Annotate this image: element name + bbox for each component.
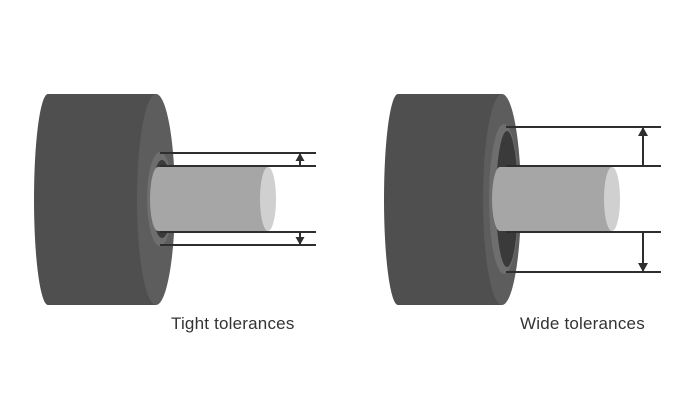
tight-tolerance-arrows <box>295 153 305 245</box>
tight-tolerances-caption: Tight tolerances <box>171 314 295 333</box>
tight-tolerance-assembly <box>34 94 316 305</box>
wide-tolerances-caption: Wide tolerances <box>520 314 645 333</box>
arrow-up-icon <box>295 153 305 161</box>
shaft-left <box>150 167 276 231</box>
shaft-right-body <box>500 167 612 231</box>
wheel-left-back <box>34 94 62 305</box>
wide-tolerance-assembly <box>384 94 661 305</box>
shaft-left-body <box>158 167 268 231</box>
shaft-right <box>492 167 620 231</box>
shaft-left-start <box>150 167 166 231</box>
wheel-right <box>384 94 521 305</box>
shaft-right-end <box>604 167 620 231</box>
shaft-right-start <box>492 167 508 231</box>
shaft-left-end <box>260 167 276 231</box>
arrow-down-icon <box>638 263 648 272</box>
arrow-down-icon <box>295 237 305 245</box>
wheel-left <box>34 94 175 305</box>
wheel-right-back <box>384 94 412 305</box>
arrow-up-icon <box>638 127 648 136</box>
wide-tolerance-lines <box>506 126 661 273</box>
wide-tolerance-arrows <box>638 127 648 272</box>
